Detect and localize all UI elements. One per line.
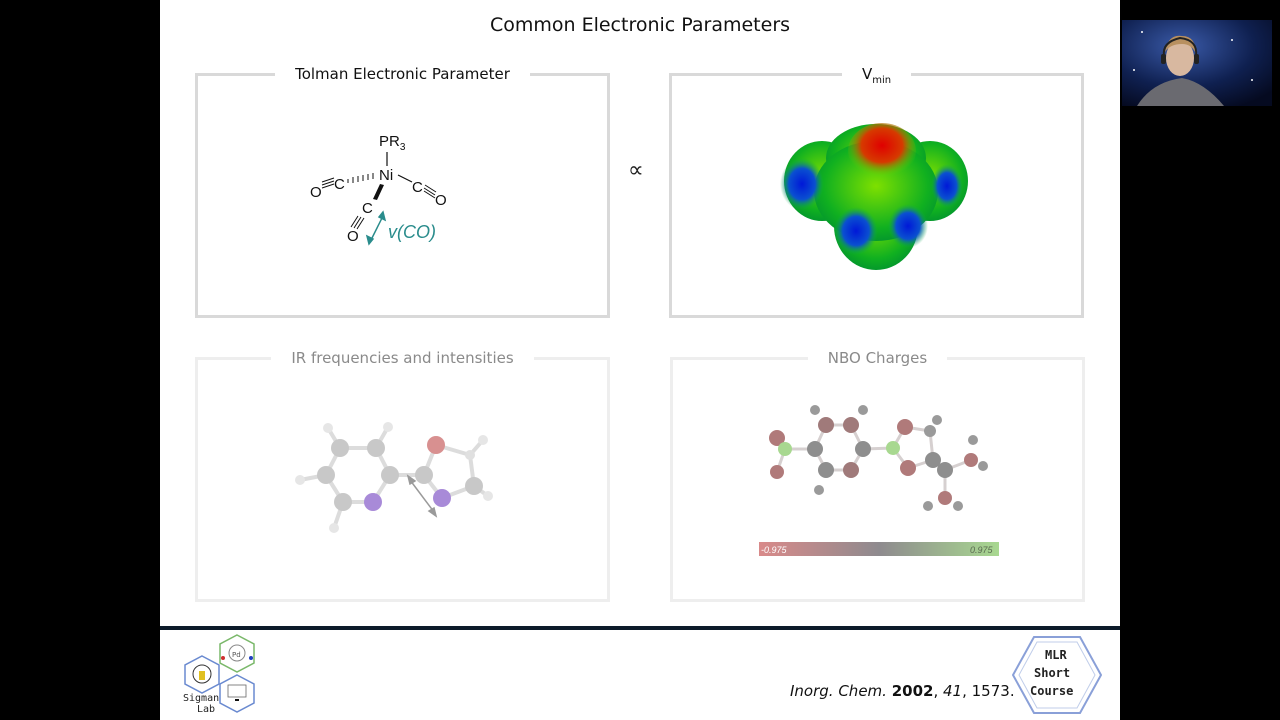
svg-text:Sigman: Sigman	[183, 693, 219, 704]
svg-text:Short: Short	[1034, 666, 1070, 680]
ir-panel: IR frequencies and intensities	[195, 349, 610, 602]
nbo-bonds	[775, 423, 972, 498]
nbo-atoms	[769, 405, 988, 511]
presenter-body	[1137, 78, 1224, 106]
tolman-panel: Tolman Electronic Parameter PR3 Ni C	[195, 65, 610, 318]
svg-text:MLR: MLR	[1045, 648, 1067, 662]
esp-lobes	[780, 123, 968, 270]
bottom-bold-wedge	[373, 184, 384, 200]
mlr-short-course-logo: MLR Short Course	[1011, 634, 1103, 720]
svg-text:Course: Course	[1030, 684, 1073, 698]
tolman-molecule-diagram: PR3 Ni C O	[310, 133, 447, 246]
vmin-panel-title: Vmin	[841, 65, 912, 86]
bottom-oxygen-label: O	[347, 228, 359, 245]
tolman-panel-title: Tolman Electronic Parameter	[275, 65, 530, 83]
ir-panel-title: IR frequencies and intensities	[271, 349, 534, 367]
phosphine-label: PR3	[379, 133, 406, 153]
left-hashed-wedge	[347, 173, 374, 183]
left-oxygen-label: O	[310, 184, 322, 201]
ir-atoms	[295, 422, 493, 533]
proportional-symbol: ∝	[628, 158, 644, 183]
stretch-arrow	[365, 210, 387, 246]
slide: Common Electronic Parameters Tolman Elec…	[160, 0, 1120, 720]
electrostatic-potential-surface	[780, 123, 968, 270]
left-triple-bond	[321, 177, 335, 189]
sigman-lab-logo: Pd Sigman Lab	[180, 634, 262, 720]
nbo-panel-title: NBO Charges	[807, 349, 948, 367]
right-carbon-label: C	[412, 179, 423, 196]
right-oxygen-label: O	[435, 192, 447, 209]
ir-molecule-model	[295, 422, 493, 533]
presenter-webcam	[1122, 20, 1272, 106]
presenter-face	[1166, 40, 1194, 76]
ni-right-c-bond	[397, 174, 413, 183]
right-triple-bond	[423, 184, 437, 199]
slide-title: Common Electronic Parameters	[489, 14, 791, 36]
nbo-color-scale	[759, 542, 999, 556]
left-carbon-label: C	[334, 176, 345, 193]
nbo-scale-min: -0.975	[761, 545, 788, 555]
bottom-triple-bond	[350, 215, 365, 230]
nbo-panel: NBO Charges	[670, 349, 1085, 602]
bottom-carbon-label: C	[362, 200, 373, 217]
nbo-scale-max: 0.975	[970, 545, 994, 555]
svg-text:Pd: Pd	[232, 651, 241, 659]
co-stretch-label: v(CO)	[388, 222, 436, 242]
vmin-panel: Vmin	[669, 65, 1084, 318]
footer-divider	[160, 626, 1120, 630]
nbo-molecule-model: -0.975 0.975	[759, 405, 999, 556]
citation: Inorg. Chem. 2002, 41, 1573.	[790, 682, 1015, 700]
vibration-arrow	[406, 474, 438, 518]
nickel-label: Ni	[379, 167, 393, 184]
svg-text:Lab: Lab	[197, 704, 215, 715]
